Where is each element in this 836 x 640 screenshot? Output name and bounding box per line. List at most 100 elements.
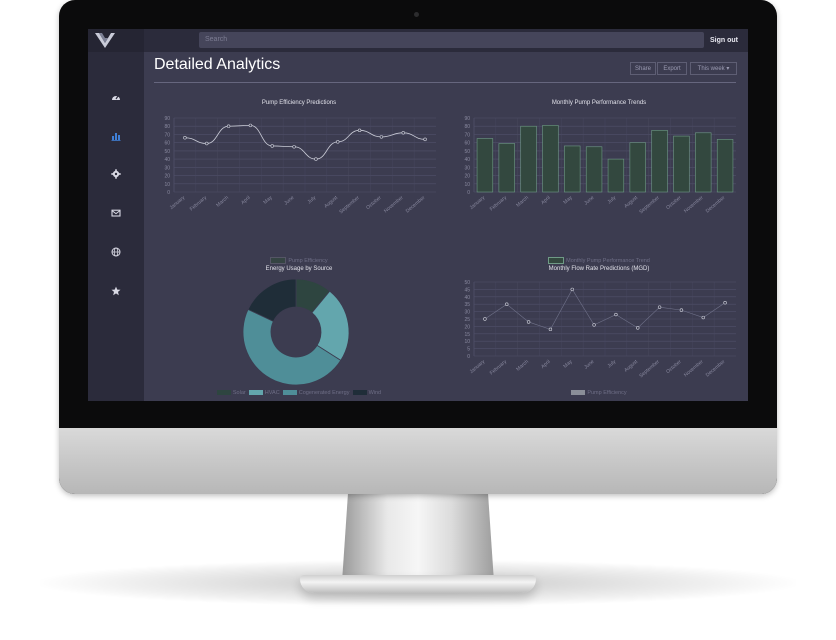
bar — [716, 139, 734, 193]
x-tick-label: January — [469, 359, 487, 375]
bar — [629, 142, 646, 193]
sidebar-item-global[interactable] — [108, 244, 124, 260]
y-tick-label: 30 — [164, 165, 170, 171]
camera-dot — [414, 12, 419, 17]
y-tick-label: 80 — [464, 124, 470, 130]
legend-label: HVAC — [264, 390, 280, 396]
data-point — [357, 128, 362, 133]
monitor-frame: Search Sign out — [59, 0, 777, 494]
sidebar-item-settings[interactable] — [108, 166, 124, 182]
x-tick-label: June — [283, 195, 295, 207]
x-tick-label: August — [623, 195, 639, 210]
x-tick-label: April — [540, 359, 552, 370]
y-tick-label: 20 — [164, 174, 170, 180]
x-tick-label: February — [489, 195, 509, 213]
y-tick-label: 10 — [464, 182, 470, 188]
date-range-dropdown[interactable]: This week ▾ — [690, 62, 737, 75]
y-tick-label: 80 — [164, 124, 170, 130]
sidebar-item-messages[interactable] — [108, 205, 124, 221]
x-tick-label: July — [607, 359, 618, 370]
y-tick-label: 70 — [164, 132, 170, 138]
data-point — [183, 136, 187, 140]
data-point — [570, 287, 574, 292]
y-tick-label: 70 — [464, 132, 470, 138]
x-tick-label: November — [683, 195, 705, 215]
chart-title: Monthly Pump Performance Trends — [551, 100, 647, 106]
sidebar-item-favorites[interactable] — [108, 283, 124, 299]
energy-usage-donut — [242, 278, 350, 386]
legend-label: Pump Efficiency — [587, 390, 627, 396]
globe-icon — [111, 247, 121, 257]
data-point — [379, 135, 384, 139]
y-tick-label: 90 — [164, 116, 170, 122]
y-tick-label: 40 — [464, 157, 470, 163]
star-icon — [111, 286, 121, 296]
chart-legend: Monthly Pump Performance Trend — [454, 257, 744, 264]
bar — [520, 125, 537, 193]
legend-swatch — [282, 390, 297, 396]
data-point — [701, 315, 705, 320]
legend-label: Cogenerated Energy — [298, 390, 350, 396]
y-tick-label: 90 — [464, 116, 470, 122]
legend-swatch — [352, 390, 367, 396]
data-point — [401, 131, 405, 135]
x-tick-label: May — [562, 359, 573, 370]
data-point — [657, 305, 662, 309]
share-button[interactable]: Share — [630, 62, 656, 75]
y-tick-label: 15 — [464, 332, 470, 338]
data-point — [205, 141, 209, 146]
bar — [542, 125, 559, 193]
x-tick-label: January — [169, 195, 187, 211]
series-line — [184, 124, 426, 160]
data-point — [226, 124, 231, 128]
x-tick-label: February — [189, 195, 209, 213]
search-input[interactable]: Search — [199, 32, 704, 48]
legend-label: Solar — [232, 390, 246, 396]
y-tick-label: 60 — [464, 141, 470, 147]
bar — [585, 146, 603, 193]
y-tick-label: 20 — [464, 174, 470, 180]
data-point — [526, 320, 531, 324]
sidebar-item-analytics[interactable] — [108, 128, 124, 144]
chart-title: Pump Efficiency Predictions — [261, 100, 337, 106]
x-tick-label: July — [307, 195, 318, 206]
y-tick-label: 40 — [164, 157, 170, 163]
data-point — [723, 301, 727, 305]
x-tick-label: December — [405, 195, 427, 215]
x-tick-label: August — [323, 195, 339, 210]
x-tick-label: September — [338, 195, 361, 216]
sidebar — [88, 52, 144, 401]
y-tick-label: 25 — [464, 317, 470, 323]
x-tick-label: September — [638, 359, 661, 380]
data-point — [505, 302, 509, 306]
top-bar: Search Sign out — [88, 29, 748, 52]
main-content: Detailed Analytics Share Export This wee… — [144, 52, 748, 401]
sidebar-item-dashboard[interactable] — [108, 89, 124, 105]
data-point — [423, 137, 427, 142]
y-tick-label: 30 — [464, 310, 470, 316]
chart-title: Monthly Flow Rate Predictions (MGD) — [548, 266, 650, 272]
export-button[interactable]: Export — [657, 62, 687, 75]
sign-out-link[interactable]: Sign out — [710, 37, 738, 44]
legend-label: Wind — [368, 390, 382, 396]
title-divider — [154, 82, 736, 83]
data-point — [483, 317, 487, 321]
chart-legend: Pump Efficiency — [454, 390, 744, 396]
chart-title: Energy Usage by Source — [265, 266, 333, 272]
y-tick-label: 20 — [464, 324, 470, 330]
y-tick-label: 50 — [464, 149, 470, 155]
x-tick-label: June — [583, 359, 595, 371]
y-tick-label: 10 — [164, 182, 170, 188]
monitor-stand-base — [300, 575, 536, 593]
logo-icon[interactable] — [94, 32, 116, 49]
page-title: Detailed Analytics — [154, 56, 281, 73]
legend-swatch — [571, 390, 586, 396]
x-tick-label: June — [583, 195, 595, 207]
series-line — [484, 288, 726, 330]
x-tick-label: September — [638, 195, 661, 216]
